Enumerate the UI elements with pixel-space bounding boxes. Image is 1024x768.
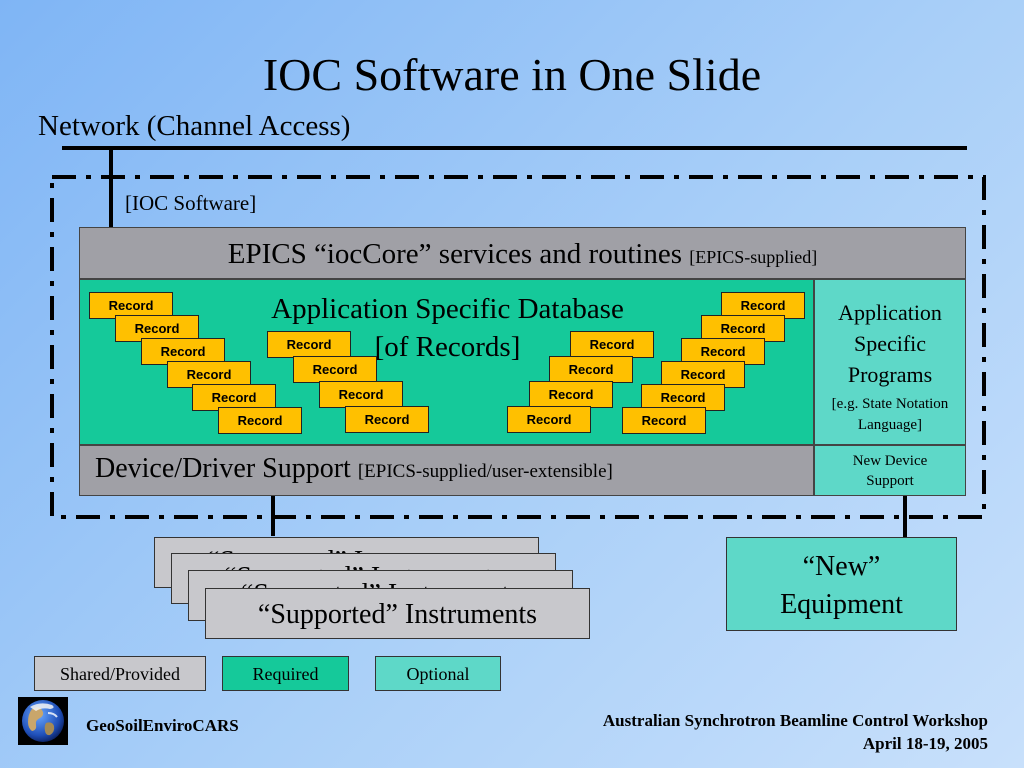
application-programs: Application Specific Programs [e.g. Stat… <box>814 279 966 445</box>
record-box: Record <box>293 356 377 383</box>
record-box: Record <box>701 315 785 342</box>
new-equipment-line2: Equipment <box>780 589 903 620</box>
new-device-support-line1: New Device <box>852 453 928 469</box>
device-driver-support: Device/Driver Support [EPICS-supplied/us… <box>79 445 814 496</box>
ioccore-title: EPICS “iocCore” services and routines <box>227 238 682 270</box>
record-box: Record <box>267 331 351 358</box>
app-programs-line3: Programs <box>847 362 933 387</box>
ioc-software-label: [IOC Software] <box>125 191 257 215</box>
slide-title: IOC Software in One Slide <box>262 49 762 100</box>
legend-shared: Shared/Provided <box>34 656 206 691</box>
earth-globe-icon <box>18 697 68 745</box>
database-title-line1: Application Specific Database <box>271 293 624 325</box>
record-box: Record <box>345 406 429 433</box>
ioccore-note: [EPICS-supplied] <box>689 247 818 267</box>
network-label: Network (Channel Access) <box>38 110 351 142</box>
app-programs-note-line1: [e.g. State Notation <box>831 396 949 412</box>
network-line <box>62 146 967 150</box>
legend-required: Required <box>222 656 349 691</box>
record-box: Record <box>115 315 199 342</box>
network-connector <box>109 148 113 228</box>
app-programs-title: Application Specific Programs <box>815 297 965 390</box>
record-box: Record <box>319 381 403 408</box>
record-box: Record <box>218 407 302 434</box>
app-programs-note: [e.g. State Notation Language] <box>815 394 965 436</box>
new-device-support: New Device Support <box>814 445 966 496</box>
footer-event-date: April 18-19, 2005 <box>862 734 988 753</box>
footer-event: Australian Synchrotron Beamline Control … <box>603 709 988 755</box>
new-equipment-box: “New” Equipment <box>726 537 957 631</box>
record-box: Record <box>622 407 706 434</box>
database-title-line2: [of Records] <box>374 331 521 363</box>
record-box: Record <box>641 384 725 411</box>
app-programs-line2: Specific <box>853 331 927 356</box>
record-box: Record <box>549 356 633 383</box>
record-box: Record <box>192 384 276 411</box>
record-box: Record <box>661 361 745 388</box>
record-box: Record <box>570 331 654 358</box>
ioccore-layer: EPICS “iocCore” services and routines [E… <box>79 227 966 279</box>
footer-organization: GeoSoilEnviroCARS <box>86 716 239 735</box>
device-support-note: [EPICS-supplied/user-extensible] <box>357 461 613 482</box>
record-box: Record <box>167 361 251 388</box>
device-support-title: Device/Driver Support <box>95 453 351 484</box>
record-box: Record <box>507 406 591 433</box>
instrument-card-front: “Supported” Instruments <box>205 588 590 639</box>
app-programs-note-line2: Language] <box>857 417 923 433</box>
ioc-boundary <box>50 175 986 519</box>
application-database: Application Specific Database [of Record… <box>79 279 814 445</box>
app-programs-line1: Application <box>838 300 942 325</box>
new-device-support-line2: Support <box>866 473 914 489</box>
database-title: Application Specific Database [of Record… <box>80 290 815 366</box>
record-box: Record <box>681 338 765 365</box>
legend-optional: Optional <box>375 656 501 691</box>
footer-event-title: Australian Synchrotron Beamline Control … <box>602 711 988 730</box>
record-box: Record <box>529 381 613 408</box>
new-equipment-connector <box>903 496 907 540</box>
new-equipment-line1: “New” <box>802 551 881 582</box>
device-connector <box>271 496 275 536</box>
